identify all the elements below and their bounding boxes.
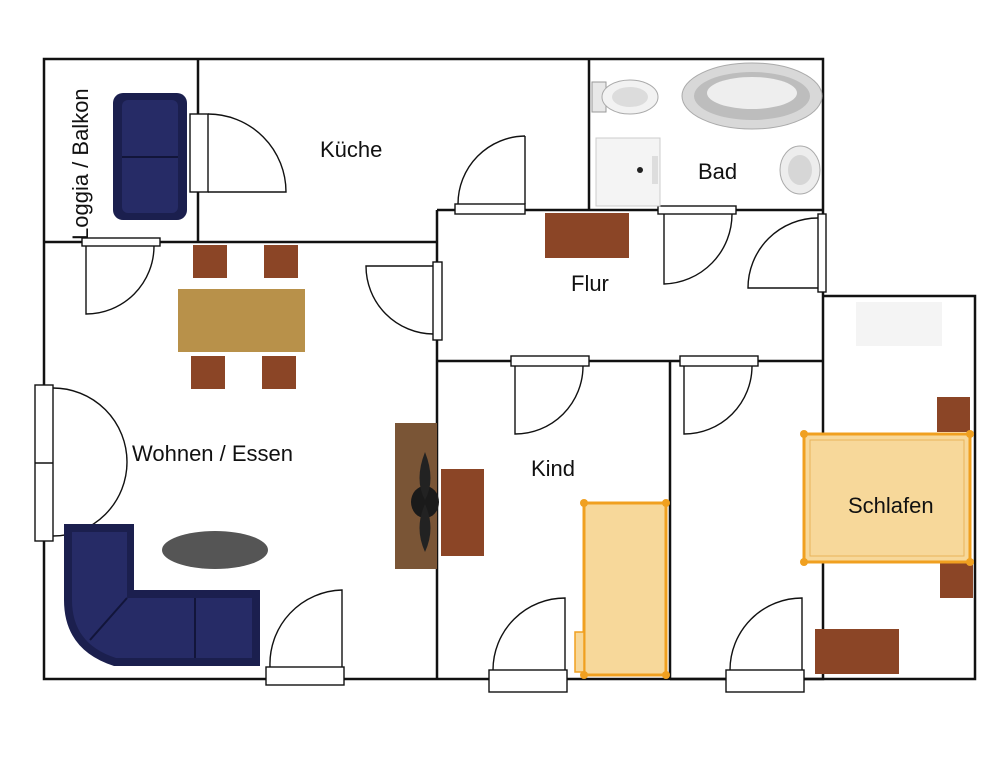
window-swing — [52, 387, 128, 537]
door-kueche — [454, 135, 526, 215]
dining-set — [178, 245, 305, 389]
label-wohnen: Wohnen / Essen — [132, 441, 293, 466]
nightstand — [937, 397, 970, 432]
door-kind-top — [510, 355, 590, 435]
chair — [262, 356, 296, 389]
shower-icon — [595, 137, 661, 207]
furniture — [64, 62, 974, 679]
door-wohnen-bottom — [265, 589, 345, 686]
loggia-armchair — [113, 93, 187, 220]
door-schlafen-bottom — [725, 597, 805, 693]
chair — [191, 356, 225, 389]
doors — [52, 113, 827, 693]
door-loggia — [189, 113, 287, 193]
label-flur: Flur — [571, 271, 609, 296]
door-wohnen-top — [81, 237, 161, 315]
bathtub-icon — [681, 62, 823, 130]
toilet-icon — [591, 79, 659, 115]
nightstand — [940, 563, 973, 598]
kind-bed — [574, 499, 670, 679]
corner-sofa — [64, 524, 260, 666]
dining-table — [178, 289, 305, 352]
label-kind: Kind — [531, 456, 575, 481]
door-schlafen-top — [679, 355, 759, 435]
label-kueche: Küche — [320, 137, 382, 162]
label-bad: Bad — [698, 159, 737, 184]
door-bad-2 — [747, 213, 827, 293]
door-wohnen-flur — [365, 261, 443, 341]
room-labels: Loggia / Balkon Küche Bad Flur Wohnen / … — [68, 88, 934, 518]
coffee-table — [162, 531, 268, 569]
hallway-cabinet — [545, 213, 629, 258]
kind-desk — [441, 469, 484, 556]
chair — [264, 245, 298, 278]
double-bed — [800, 430, 974, 566]
label-loggia: Loggia / Balkon — [68, 88, 93, 240]
label-schlafen: Schlafen — [848, 493, 934, 518]
tv-unit — [395, 423, 439, 569]
schlafen-desk — [815, 629, 899, 674]
sink-icon — [779, 145, 821, 195]
windows — [34, 384, 54, 542]
schlafen-shelf — [856, 302, 942, 346]
chair — [193, 245, 227, 278]
door-bad-1 — [657, 205, 737, 285]
door-kind-bottom — [488, 597, 568, 693]
